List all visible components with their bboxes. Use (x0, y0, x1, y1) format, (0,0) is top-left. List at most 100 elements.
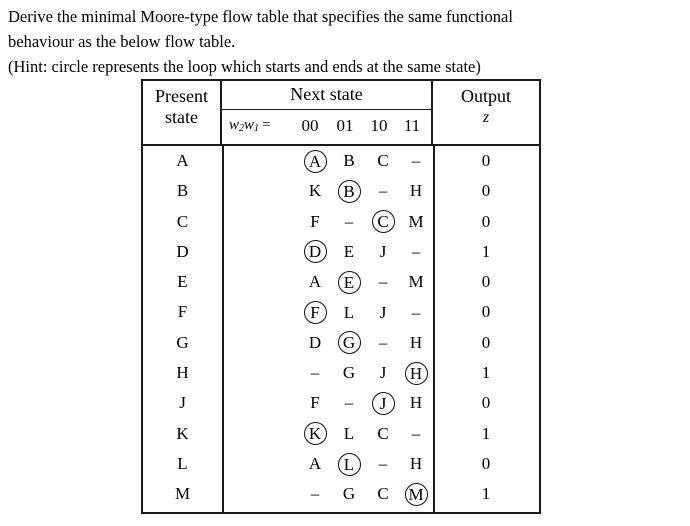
next-state-value: A (303, 149, 327, 173)
cell-next-state: A (300, 449, 330, 479)
cell-present-state: F (177, 302, 188, 322)
next-state-value: K (308, 181, 322, 201)
problem-line-1: Derive the minimal Moore-type flow table… (8, 7, 513, 26)
cell-output-value: 0 (481, 302, 491, 322)
next-state-value: – (411, 302, 421, 322)
header-input-label: w2w1= (229, 117, 271, 135)
cell-present-state: A (176, 151, 189, 170)
cell-next-state: E (334, 237, 364, 267)
next-state-value: H (409, 332, 423, 352)
cell-next-state: J (368, 237, 398, 267)
cell-output-value: 1 (481, 241, 491, 261)
cell-next-state-stable: G (334, 328, 364, 358)
cell-next-state-stable: K (300, 419, 330, 449)
cell-next-state-stable: D (300, 237, 330, 267)
header-column-10: 10 (370, 116, 388, 135)
next-state-value: – (411, 241, 421, 261)
cell-output-value: 0 (481, 181, 491, 201)
cell-next-state: G (334, 358, 364, 388)
next-state-value: J (379, 363, 387, 383)
cell-next-state: – (401, 237, 431, 267)
next-state-value: – (310, 484, 320, 504)
cell-present-state: J (179, 393, 186, 413)
next-state-value: F (303, 301, 327, 325)
cell-output-value: 1 (481, 423, 491, 443)
next-state-value: A (308, 272, 322, 292)
next-state-value: H (404, 361, 428, 385)
cell-next-state-stable: F (300, 297, 330, 327)
next-state-value: H (409, 454, 423, 474)
cell-output-value: 0 (481, 393, 491, 413)
cell-next-state: H (401, 328, 431, 358)
next-state-value: C (377, 423, 389, 443)
next-state-value: M (408, 272, 424, 292)
next-state-value: C (377, 151, 389, 171)
cell-next-state-stable: H (401, 358, 431, 388)
next-state-value: D (303, 240, 327, 264)
cell-output-value: 0 (481, 332, 491, 352)
column-divider-present (222, 146, 224, 512)
cell-next-state: D (300, 328, 330, 358)
cell-next-state-stable: E (334, 267, 364, 297)
cell-next-state: F (300, 388, 330, 418)
cell-output-value: 1 (481, 484, 491, 504)
next-state-value: – (378, 272, 388, 292)
header-present-state-line1: Present (155, 86, 208, 106)
cell-present-state: L (177, 453, 188, 473)
cell-next-state: L (334, 297, 364, 327)
header-column-11: 11 (403, 116, 421, 135)
header-next-state: Next state w2w1= 00 01 10 11 (222, 81, 433, 144)
next-state-value: – (344, 211, 354, 231)
next-state-value: E (343, 241, 355, 261)
next-state-value: D (308, 332, 322, 352)
next-state-value: G (342, 363, 356, 383)
header-next-state-title: Next state (222, 81, 431, 110)
cell-next-state: F (300, 207, 330, 237)
next-state-value: L (343, 423, 355, 443)
flow-table: Present state Next state w2w1= 00 01 10 … (141, 79, 541, 514)
next-state-value: – (378, 181, 388, 201)
cell-output-value: 1 (481, 363, 491, 383)
cell-output-value: 0 (481, 151, 491, 170)
cell-next-state-stable: C (368, 207, 398, 237)
next-state-value: M (408, 211, 424, 231)
cell-present-state: H (176, 363, 189, 383)
cell-next-state: C (368, 146, 398, 176)
header-output-symbol: z (482, 109, 490, 126)
cell-next-state: – (368, 176, 398, 206)
next-state-value: C (371, 210, 395, 234)
next-state-value: M (404, 482, 428, 506)
cell-next-state: J (368, 297, 398, 327)
cell-next-state: – (401, 146, 431, 176)
cell-next-state-stable: L (334, 449, 364, 479)
cell-next-state-stable: M (401, 479, 431, 509)
next-state-value: J (379, 302, 387, 322)
next-state-value: – (411, 151, 421, 171)
next-state-value: – (378, 454, 388, 474)
cell-next-state-stable: J (368, 388, 398, 418)
cell-next-state: – (334, 207, 364, 237)
next-state-value: F (310, 393, 320, 413)
cell-next-state: – (300, 358, 330, 388)
problem-statement: Derive the minimal Moore-type flow table… (8, 4, 668, 79)
cell-present-state: E (177, 272, 188, 292)
next-state-value: – (411, 423, 421, 443)
next-state-value: – (344, 393, 354, 413)
cell-present-state: M (174, 484, 191, 504)
problem-line-3: (Hint: circle represents the loop which … (8, 57, 481, 76)
cell-next-state-stable: B (334, 176, 364, 206)
cell-output-value: 0 (481, 272, 491, 292)
next-state-value: H (409, 393, 423, 413)
header-present-state-line2: state (165, 107, 198, 127)
next-state-value: G (342, 484, 356, 504)
next-state-value: L (343, 302, 355, 322)
